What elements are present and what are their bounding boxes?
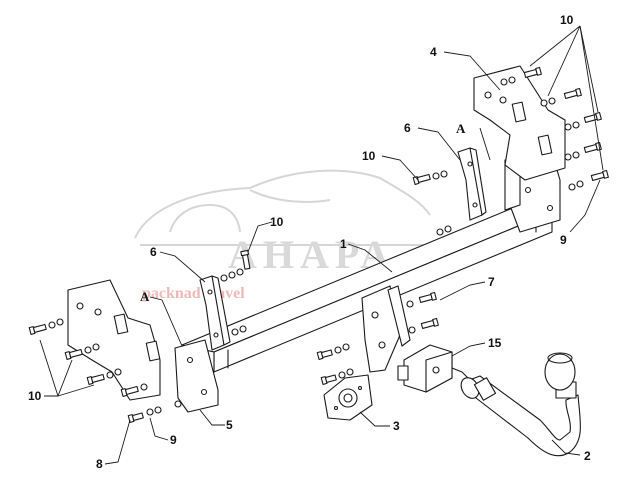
callout-9-left: 9 [170,433,177,447]
bolt-set-left [28,318,148,397]
electrical-connector-block [397,344,471,393]
callout-15: 15 [488,336,502,350]
left-end-mount [174,339,219,413]
watermark-car-outline [134,169,431,246]
callout-7: 7 [488,275,495,289]
reference-a-left: A [140,289,150,304]
callout-9-right: 9 [560,233,567,247]
callout-10-upper-left: 10 [270,215,284,229]
callout-8: 8 [96,457,103,471]
left-vertical-strut [199,275,231,351]
callout-6-left: 6 [150,245,157,259]
towball [544,352,577,399]
reference-a-right: A [456,121,466,136]
callout-10-left: 10 [28,389,42,403]
right-side-bracket [473,65,566,181]
bolt-set-mid [412,170,452,236]
callout-1: 1 [340,237,347,251]
callout-6-right: 6 [404,121,411,135]
watermark-subtitle: packnad travel [142,285,245,302]
bolt-set-top-right [500,66,609,191]
callout-4: 4 [430,45,437,59]
bolt-set-center [316,291,439,385]
callout-10-top-right: 10 [560,13,574,27]
right-vertical-strut [457,147,487,221]
socket-plate [323,374,373,421]
watermark-title: АНАРА [228,232,395,277]
left-side-bracket [67,279,161,401]
callout-2: 2 [584,449,591,463]
callout-3: 3 [393,419,400,433]
callout-10-mid: 10 [362,149,376,163]
center-mounting-plate [361,285,411,373]
callout-5: 5 [226,418,233,432]
bolt-set-bottom-left [127,400,182,423]
leader-lines [39,25,604,465]
bolt-set-upper-left [220,249,251,336]
